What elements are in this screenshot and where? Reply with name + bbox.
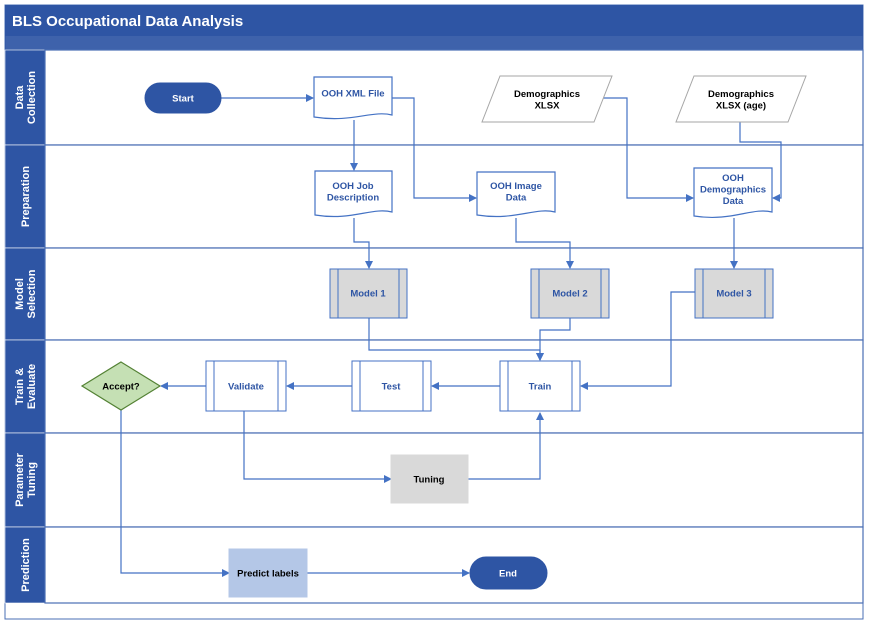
terminator-shape: [144, 82, 222, 114]
node-label: Predict labels: [237, 569, 299, 580]
node-label: Accept?: [102, 382, 140, 393]
data-parallelogram-shape: [675, 75, 807, 123]
predefined-process-shape: [329, 268, 408, 319]
lane-label-train-evaluate: Train &Evaluate: [14, 364, 38, 409]
document-shape: [476, 171, 556, 218]
swim-lanes: DataCollectionPreparationModelSelectionT…: [4, 49, 864, 604]
lane-header-parameter-tuning: [4, 432, 46, 528]
model3-node[interactable]: Model 3: [694, 268, 774, 319]
node-label: End: [499, 569, 517, 580]
predefined-process-shape: [530, 268, 610, 319]
lane-header-prediction: [4, 526, 46, 604]
lane-header-train-evaluate: [4, 339, 46, 434]
node-label: Validate: [228, 382, 264, 393]
connector-demographics-age-to-ooh-demo: [739, 122, 782, 202]
connector-ooh-job-to-model1: [353, 218, 373, 269]
ooh-xml-file-node[interactable]: OOH XML File: [313, 76, 393, 120]
predict-labels-node[interactable]: Predict labels: [228, 548, 308, 598]
process-shape: [390, 454, 469, 504]
lane-label-data-collection: DataCollection: [14, 71, 38, 124]
start-node[interactable]: Start: [144, 82, 222, 114]
predefined-process-shape: [205, 360, 287, 412]
connector-model3-to-train: [580, 291, 695, 390]
process-shape: [228, 548, 308, 598]
title-sub-band: [5, 36, 863, 50]
accept-decision-node[interactable]: Accept?: [80, 361, 162, 411]
connector-ooh-image-to-model2: [515, 218, 574, 269]
node-label: Model 3: [716, 289, 751, 300]
title-bar: [5, 5, 863, 36]
train-node[interactable]: Train: [499, 360, 581, 412]
connector-demographics-to-ooh-demo: [598, 97, 694, 202]
lane-label-parameter-tuning: ParameterTuning: [14, 452, 38, 507]
node-label: OOH XML File: [321, 89, 384, 100]
test-node[interactable]: Test: [351, 360, 432, 412]
connector-tuning-to-train: [468, 412, 544, 480]
data-parallelogram-shape: [481, 75, 613, 123]
lane-prediction: [44, 526, 864, 604]
node-label: Train: [529, 382, 552, 393]
tuning-node[interactable]: Tuning: [390, 454, 469, 504]
document-shape: [314, 170, 393, 218]
diagram-title: BLS Occupational Data Analysis: [12, 13, 243, 30]
document-shape: [693, 167, 773, 219]
node-label: Test: [382, 382, 402, 393]
end-node[interactable]: End: [469, 556, 548, 590]
connector-ooh-xml-to-ooh-image: [392, 97, 477, 202]
terminator-shape: [469, 556, 548, 590]
node-label: Model 1: [350, 289, 386, 300]
predefined-process-shape: [351, 360, 432, 412]
node-label: Start: [172, 94, 194, 105]
model1-node[interactable]: Model 1: [329, 268, 408, 319]
validate-node[interactable]: Validate: [205, 360, 287, 412]
connector-accept-to-predict: [120, 410, 230, 577]
lane-label-model-selection: ModelSelection: [14, 269, 38, 318]
connector-validate-to-tuning: [243, 411, 392, 483]
connector-model2-to-train: [536, 318, 571, 361]
decision-diamond-shape: [80, 361, 162, 411]
predefined-process-shape: [694, 268, 774, 319]
document-shape: [313, 76, 393, 120]
node-label: Tuning: [414, 475, 445, 486]
lane-header-model-selection: [4, 247, 46, 341]
lane-label-preparation: Preparation: [20, 166, 32, 227]
connectors: [120, 94, 782, 577]
model2-node[interactable]: Model 2: [530, 268, 610, 319]
predefined-process-shape: [499, 360, 581, 412]
lane-label-prediction: Prediction: [20, 538, 32, 592]
node-label: Model 2: [552, 289, 587, 300]
lane-header-data-collection: [4, 49, 46, 146]
